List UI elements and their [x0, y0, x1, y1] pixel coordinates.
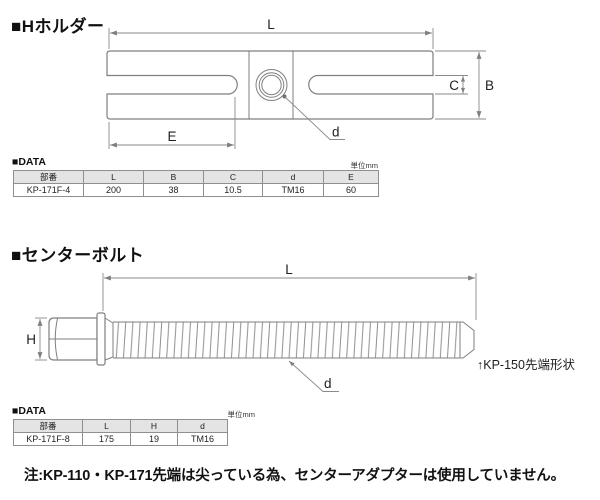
holder-col-part: 部番: [13, 170, 84, 184]
bolt-section-title: ■センターボルト: [11, 246, 145, 265]
holder-part-number: KP-171F-4: [13, 183, 84, 197]
holder-col-E: E: [323, 170, 379, 184]
holder-dim-E-label: E: [167, 129, 176, 144]
bolt-value-H: 19: [130, 432, 178, 446]
holder-dim-L-label: L: [267, 17, 275, 32]
holder-data-label: ■DATA: [12, 156, 46, 168]
holder-data-table: 部番 L B C d E KP-171F-4 200 38 10.5 TM16 …: [13, 170, 379, 197]
bolt-dim-H: H: [26, 317, 47, 361]
holder-dim-L: L: [108, 17, 434, 49]
bolt-tip-shape-note: ↑KP-150先端形状: [477, 358, 575, 372]
holder-dim-B-label: B: [485, 78, 494, 93]
holder-value-C: 10.5: [203, 183, 263, 197]
bolt-col-H: H: [130, 419, 178, 433]
bolt-dim-H-label: H: [26, 332, 36, 347]
hole-middle-circle: [258, 72, 285, 98]
bolt-dim-d-label: d: [324, 376, 332, 391]
bolt-unit-label: 単位mm: [227, 410, 256, 419]
holder-center-hole: [255, 69, 288, 101]
bolt-head: [48, 317, 98, 361]
bolt-data-table: 部番 L H d KP-171F-8 175 19 TM16: [13, 419, 228, 446]
bolt-dim-L-label: L: [285, 262, 293, 277]
bolt-head-facet-curve: [54, 318, 58, 360]
holder-col-C: C: [203, 170, 263, 184]
bolt-thread: [113, 321, 463, 359]
holder-callout-d: d: [282, 94, 345, 140]
bolt-flange: [96, 312, 106, 366]
hole-inner-circle: [261, 74, 282, 96]
holder-dim-E: E: [108, 97, 236, 149]
bolt-col-d: d: [177, 419, 228, 433]
holder-table-data-row: KP-171F-4 200 38 10.5 TM16 60: [13, 183, 379, 197]
bolt-head-outline: [48, 317, 98, 361]
holder-dim-C-label: C: [449, 78, 459, 93]
leader-dot: [282, 94, 287, 99]
bolt-col-part: 部番: [13, 419, 83, 433]
holder-col-B: B: [143, 170, 204, 184]
holder-col-d: d: [262, 170, 324, 184]
holder-value-B: 38: [143, 183, 204, 197]
holder-outline: [106, 50, 434, 120]
holder-dim-B: B: [435, 50, 494, 120]
holder-value-L: 200: [83, 183, 144, 197]
holder-table-header-row: 部番 L B C d E: [13, 170, 379, 184]
holder-value-d: TM16: [262, 183, 324, 197]
bolt-col-L: L: [82, 419, 131, 433]
bolt-table-header-row: 部番 L H d: [13, 419, 228, 433]
bolt-part-number: KP-171F-8: [13, 432, 83, 446]
bolt-value-d: TM16: [177, 432, 228, 446]
holder-unit-label: 単位mm: [350, 161, 379, 170]
bolt-drawing: L H d ↑KP-150先端形状: [26, 262, 575, 392]
bolt-neck: [104, 317, 114, 361]
holder-drawing: L B C E: [106, 17, 494, 149]
bolt-dim-L: L: [102, 262, 477, 320]
bolt-table-data-row: KP-171F-8 175 19 TM16: [13, 432, 228, 446]
thread-hatching: [113, 322, 460, 358]
footnote: 注:KP-110・KP-171先端は尖っている為、センターアダプターは使用してい…: [24, 468, 565, 484]
holder-value-E: 60: [323, 183, 379, 197]
hole-outer-circle: [255, 69, 288, 101]
bolt-tip: [459, 321, 475, 359]
bolt-callout-d: d: [288, 360, 339, 392]
bolt-data-label: ■DATA: [12, 405, 46, 417]
holder-section-title: ■Hホルダー: [11, 17, 105, 36]
bolt-value-L: 175: [82, 432, 131, 446]
holder-dim-C: C: [435, 75, 468, 95]
holder-dim-d-label: d: [332, 125, 340, 140]
holder-col-L: L: [83, 170, 144, 184]
